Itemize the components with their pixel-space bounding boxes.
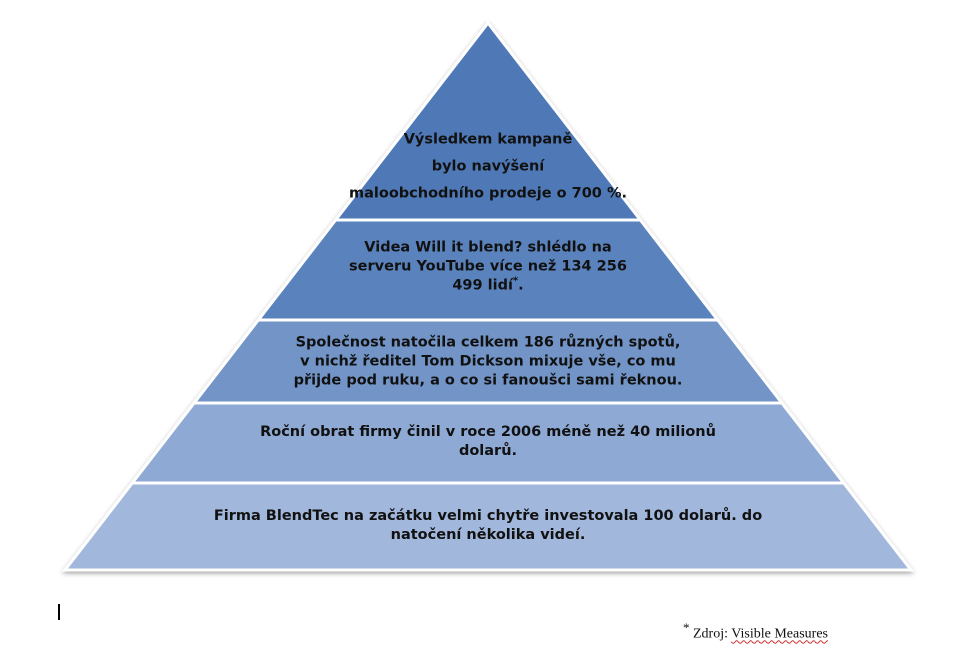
footnote-mark: * (683, 620, 690, 635)
pyramid-tier-5 (61, 481, 915, 572)
footnote-marker: * (512, 275, 519, 287)
tier-line: natočení několika videí. (390, 527, 586, 543)
tier-line: přijde pod ruku, a o co si fanoušci sami… (293, 372, 683, 389)
tier-line-trailing: . (518, 277, 524, 294)
pyramid-tier-4-text: Roční obrat firmy činil v roce 2006 méně… (260, 423, 716, 461)
tier-line: Výsledkem kampaně (403, 131, 573, 148)
tier-line: 499 lidí (452, 277, 513, 294)
tier-line: bylo navýšení (431, 158, 545, 175)
footnote-source: Visible Measures (731, 626, 828, 642)
tier-line: maloobchodního prodeje o 700 %. (349, 185, 627, 202)
pyramid-tier-3-text: Společnost natočila celkem 186 různých s… (294, 334, 683, 391)
pyramid-tier-1-text: Výsledkem kampaně bylo navýšení maloobchod… (349, 127, 627, 208)
tier-line: Společnost natočila celkem 186 různých s… (295, 334, 681, 351)
tier-line-suffix: *. (512, 275, 524, 294)
tier-line: Videa Will it blend? shlédlo na (364, 239, 612, 256)
text-cursor (58, 604, 60, 620)
tier-line: serveru YouTube více než 134 256 (349, 258, 627, 275)
pyramid-tier-5-text: Firma BlendTec na začátku velmi chytře i… (214, 507, 762, 545)
pyramid-tier-2-text: Videa Will it blend? shlédlo na serveru Y… (349, 239, 627, 296)
source-footnote: * Zdroj: Visible Measures (683, 620, 828, 643)
tier-line: v nichž ředitel Tom Dickson mixuje vše, … (300, 353, 676, 370)
tier-line: Roční obrat firmy činil v roce 2006 méně… (260, 424, 716, 440)
footnote-label: Zdroj: (693, 626, 728, 642)
tier-line: dolarů. (458, 443, 518, 459)
tier-line: Firma BlendTec na začátku velmi chytře i… (213, 508, 763, 524)
